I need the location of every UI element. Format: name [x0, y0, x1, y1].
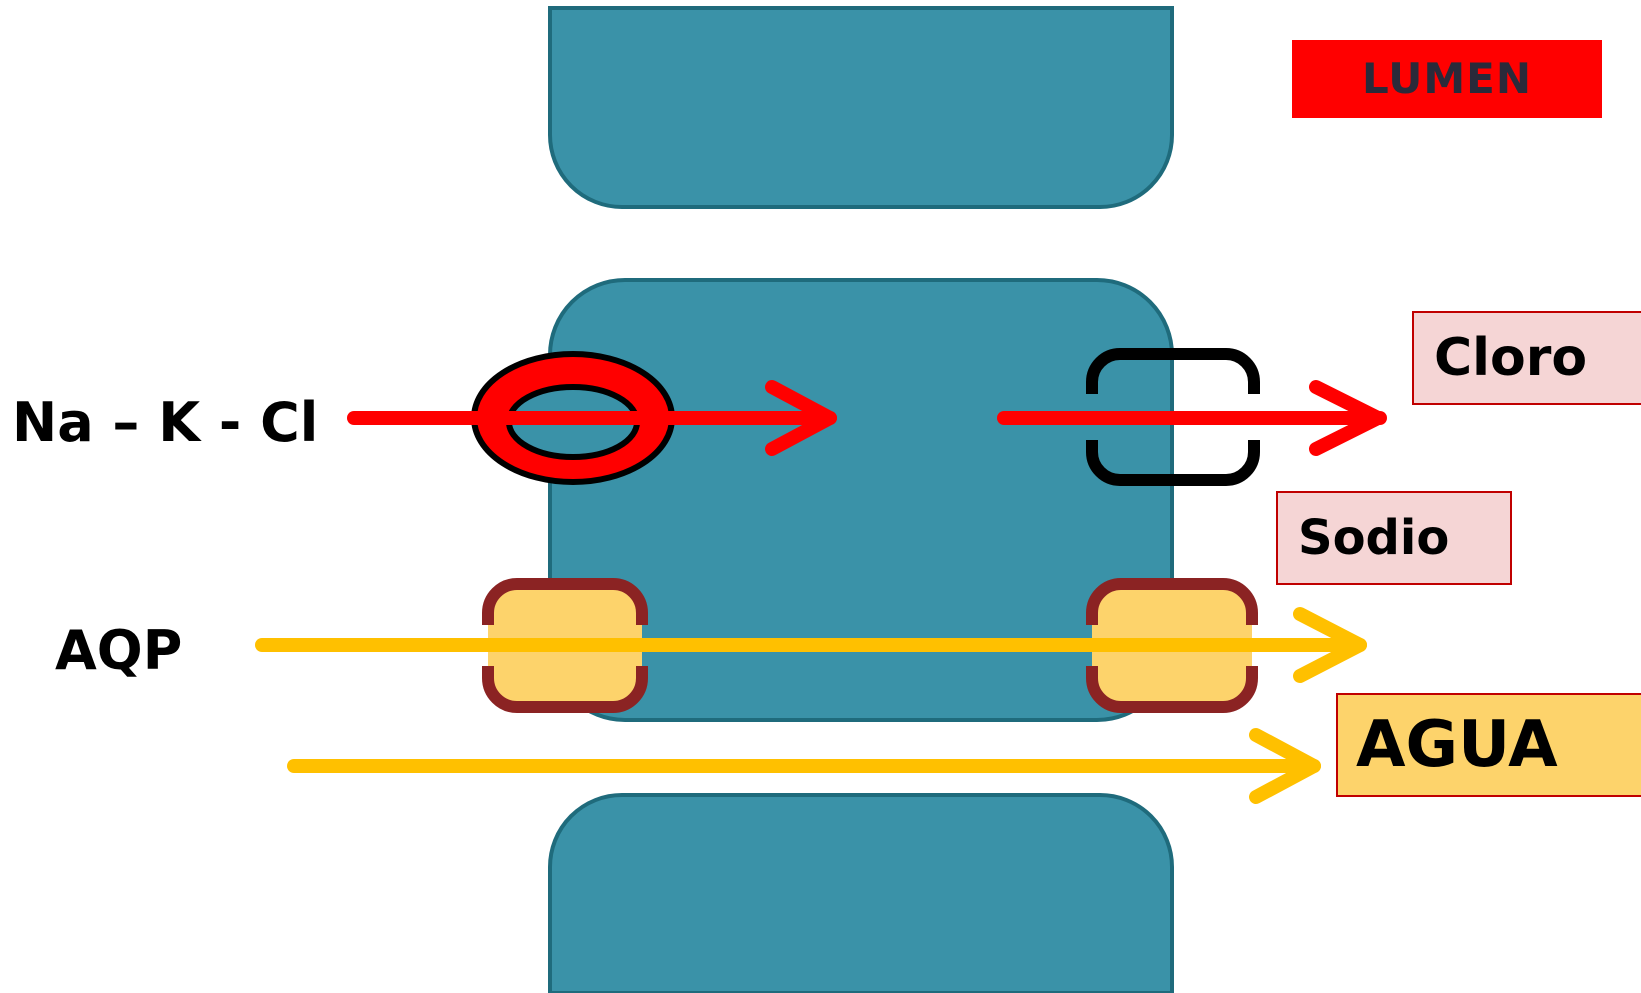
water-arrow-transcellular — [255, 607, 1367, 683]
cell-middle — [548, 278, 1174, 722]
sodio-label: Sodio — [1276, 491, 1512, 585]
cell-bottom — [548, 793, 1174, 993]
ion-arrow-out — [997, 380, 1387, 456]
ion-arrow-in — [347, 380, 837, 456]
nakcl-label: Na – K - Cl — [12, 391, 319, 454]
cloro-label: Cloro — [1412, 311, 1641, 405]
bracket-channel-icon — [1086, 348, 1260, 486]
aqp-label: AQP — [55, 619, 183, 682]
water-arrow-paracellular — [287, 728, 1321, 804]
lumen-label: LUMEN — [1292, 40, 1602, 118]
cell-top — [548, 6, 1174, 209]
agua-label: AGUA — [1336, 693, 1641, 797]
